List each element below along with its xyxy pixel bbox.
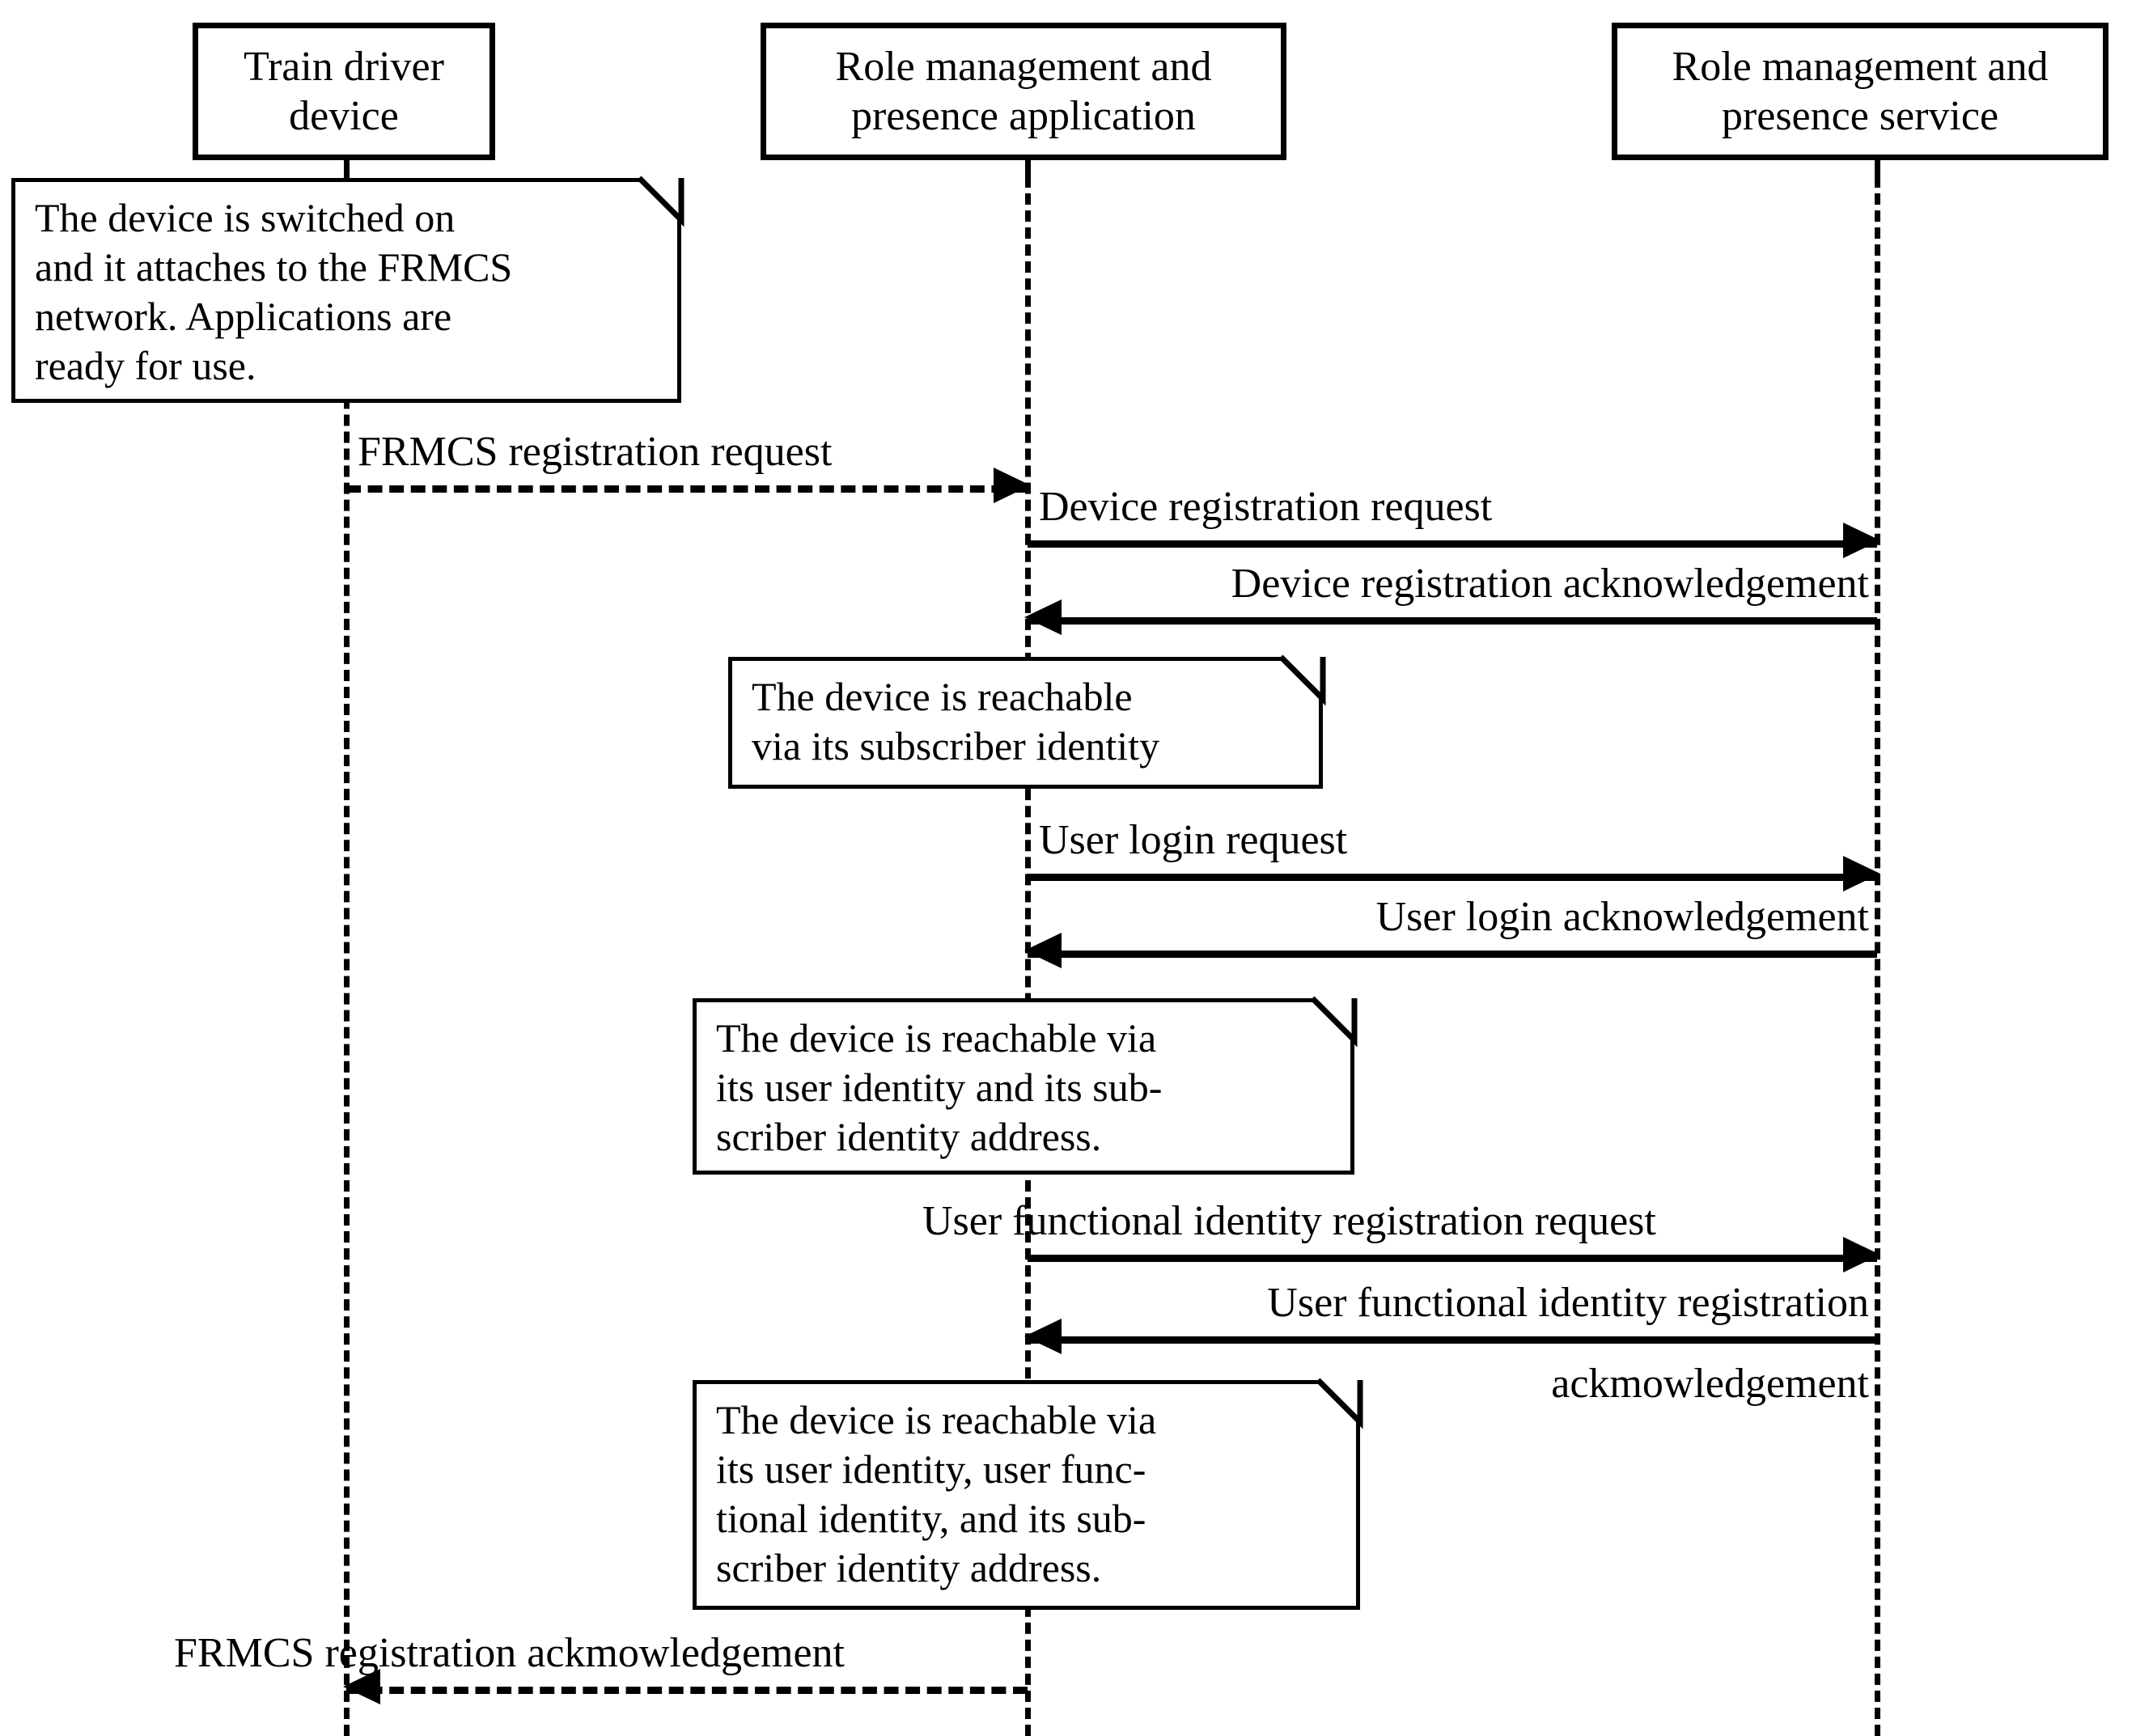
message-label-frmcs-registration-acknowledgement: FRMCS registration ackmowledgement bbox=[174, 1629, 846, 1676]
lifeline-stub-role-management-presence-application bbox=[1025, 160, 1031, 181]
actor-box-role-management-presence-application[interactable]: Role management and presence application bbox=[761, 23, 1286, 160]
note-fold-corner-icon bbox=[1316, 1378, 1363, 1429]
message-line bbox=[1028, 874, 1877, 881]
message-label-device-registration-request: Device registration request bbox=[1039, 483, 1493, 530]
note-fold-corner-icon bbox=[637, 176, 684, 227]
arrowhead-left-icon bbox=[343, 1669, 380, 1704]
note-reachable-subscriber-identity[interactable]: The device is reachable via its subscrib… bbox=[728, 654, 1326, 789]
note-text-reachable-user-identity: The device is reachable via its user ide… bbox=[716, 1015, 1163, 1159]
message-line bbox=[346, 1687, 1028, 1694]
lifeline-train-driver-device bbox=[344, 176, 350, 1736]
actor-label-train-driver-device: Train driver device bbox=[244, 43, 444, 139]
lifeline-role-management-presence-service bbox=[1875, 176, 1880, 1736]
message-label-line2-user-functional-identity-registration-acknowledgement: ackmowledgement bbox=[1551, 1361, 1869, 1407]
arrowhead-right-icon bbox=[1843, 856, 1880, 891]
lifeline-stub-role-management-presence-service bbox=[1875, 160, 1880, 181]
message-label-device-registration-acknowledgement: Device registration acknowledgement bbox=[1231, 560, 1869, 607]
message-line bbox=[1028, 1336, 1877, 1344]
message-line bbox=[1028, 951, 1877, 958]
actor-box-train-driver-device[interactable]: Train driver device bbox=[193, 23, 495, 160]
message-line bbox=[346, 485, 1028, 493]
note-fold-corner-icon bbox=[1278, 654, 1326, 706]
message-line bbox=[1028, 617, 1877, 625]
actor-label-role-management-presence-service: Role management and presence service bbox=[1672, 43, 2049, 139]
message-label-user-functional-identity-registration-acknowledgement: User functional identity registration bbox=[1267, 1279, 1869, 1326]
message-label-user-functional-identity-registration-request: User functional identity registration re… bbox=[922, 1197, 1656, 1244]
message-label-user-login-acknowledgement: User login acknowledgement bbox=[1375, 893, 1869, 940]
message-line bbox=[1028, 540, 1877, 548]
note-reachable-user-identity[interactable]: The device is reachable via its user ide… bbox=[693, 996, 1358, 1175]
message-line bbox=[1028, 1255, 1877, 1262]
actor-box-role-management-presence-service[interactable]: Role management and presence service bbox=[1612, 23, 2108, 160]
lifeline-stub-train-driver-device bbox=[344, 160, 350, 181]
arrowhead-left-icon bbox=[1024, 599, 1062, 635]
actor-label-role-management-presence-application: Role management and presence application bbox=[835, 43, 1212, 139]
message-label-user-login-request: User login request bbox=[1039, 816, 1348, 863]
arrowhead-left-icon bbox=[1024, 933, 1062, 968]
note-fold-corner-icon bbox=[1310, 996, 1358, 1048]
note-text-device-switched-on: The device is switched on and it attache… bbox=[35, 195, 513, 388]
note-reachable-user-functional-identity[interactable]: The device is reachable via its user ide… bbox=[693, 1378, 1363, 1610]
message-label-frmcs-registration-request: FRMCS registration request bbox=[358, 428, 833, 475]
arrowhead-right-icon bbox=[1843, 1237, 1880, 1272]
arrowhead-right-icon bbox=[1843, 523, 1880, 558]
arrowhead-left-icon bbox=[1024, 1319, 1062, 1354]
note-device-switched-on[interactable]: The device is switched on and it attache… bbox=[11, 176, 684, 403]
note-text-reachable-user-functional-identity: The device is reachable via its user ide… bbox=[716, 1397, 1157, 1590]
note-text-reachable-subscriber-identity: The device is reachable via its subscrib… bbox=[752, 674, 1160, 768]
arrowhead-right-icon bbox=[994, 468, 1031, 503]
